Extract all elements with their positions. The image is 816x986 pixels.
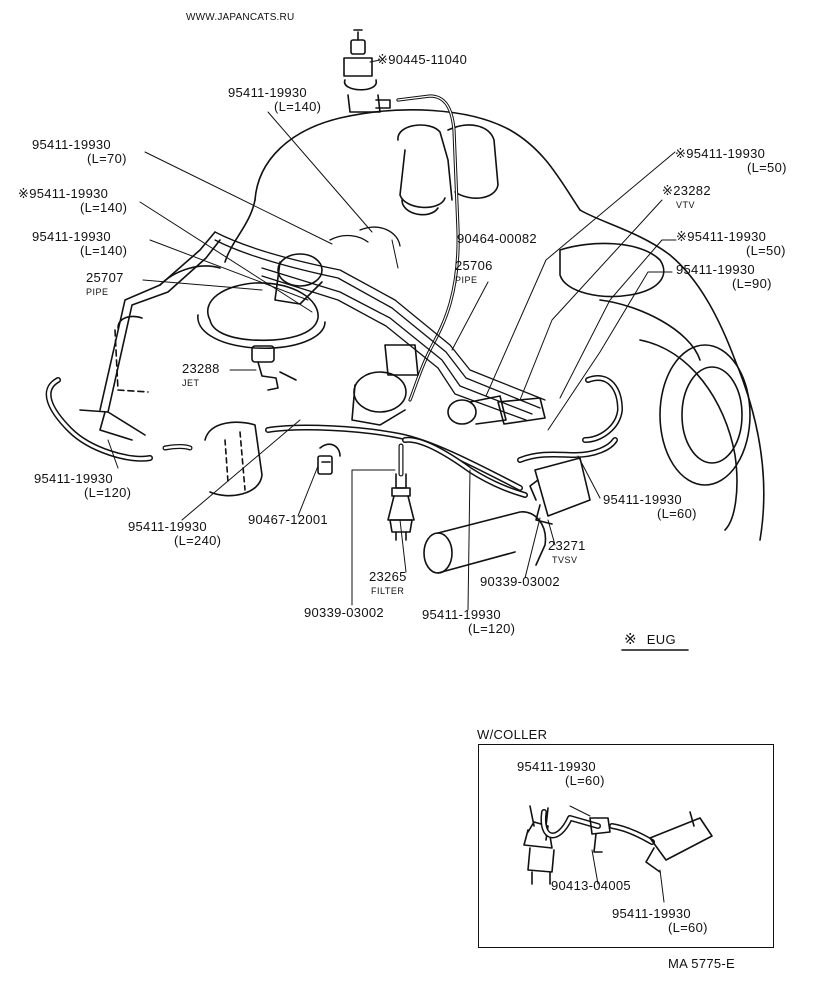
part-number: 95411-19930 bbox=[422, 607, 501, 622]
part-number: 95411-19930 bbox=[32, 229, 111, 244]
vacuum-valve bbox=[274, 253, 419, 426]
part-name: PIPE bbox=[86, 287, 109, 297]
callout-95411-19930-l140-top: 95411-19930 (L=140) bbox=[228, 86, 321, 114]
callout-95411-19930-l90: 95411-19930 (L=90) bbox=[676, 263, 772, 291]
part-number: 23265 bbox=[369, 569, 407, 584]
part-number: 95411-19930 bbox=[128, 519, 207, 534]
callout-95411-19930-l120-left: 95411-19930 (L=120) bbox=[34, 472, 131, 500]
legend-eug: ※ EUG bbox=[624, 631, 676, 648]
callout-90445-11040: ※90445-11040 bbox=[377, 53, 467, 67]
callout-95411-19930-l120-bottom: 95411-19930 (L=120) bbox=[422, 608, 515, 636]
callout-23282-vtv: ※23282 VTV bbox=[662, 184, 711, 212]
leader-lines bbox=[107, 59, 677, 611]
callout-25706-pipe: 25706 PIPE bbox=[455, 259, 493, 287]
distributor bbox=[397, 124, 499, 216]
callout-23265-filter: 23265 FILTER bbox=[369, 570, 407, 598]
engine-block-outline bbox=[114, 109, 765, 541]
part-name: JET bbox=[182, 378, 200, 388]
hose-length: (L=60) bbox=[565, 773, 605, 788]
watermark-url: WWW.JAPANCATS.RU bbox=[186, 12, 295, 23]
hose-length: (L=70) bbox=[87, 151, 127, 166]
callout-95411-19930-l50-b: ※95411-19930 (L=50) bbox=[676, 230, 786, 258]
tvsv-23271 bbox=[517, 375, 623, 525]
callout-25707-pipe: 25707 PIPE bbox=[86, 271, 124, 299]
part-number: 95411-19930 bbox=[603, 492, 682, 507]
callout-90339-03002-left: 90339-03002 bbox=[304, 605, 384, 620]
hose-length: (L=60) bbox=[668, 920, 708, 935]
callout-95411-19930-l240: 95411-19930 (L=240) bbox=[128, 520, 221, 548]
jet-23288 bbox=[251, 345, 297, 391]
hose-length: (L=140) bbox=[80, 243, 128, 258]
clip-90467 bbox=[317, 443, 341, 475]
hose-length: (L=120) bbox=[468, 621, 516, 636]
water-outlet bbox=[423, 511, 547, 574]
part-number: 95411-19930 bbox=[29, 186, 109, 201]
part-number: 95411-19930 bbox=[34, 471, 113, 486]
part-number: 25707 bbox=[86, 270, 124, 285]
inset-title: W/COLLER bbox=[477, 727, 548, 742]
eug-mark-icon: ※ bbox=[662, 183, 674, 198]
pipe-bundle bbox=[214, 226, 546, 421]
legend-text: EUG bbox=[646, 632, 676, 647]
part-number: 25706 bbox=[455, 258, 493, 273]
inset-callout-95411-19930-top: 95411-19930 (L=60) bbox=[517, 760, 605, 788]
callout-95411-19930-l50-a: ※95411-19930 (L=50) bbox=[675, 147, 787, 175]
eug-mark-icon: ※ bbox=[377, 52, 389, 67]
eug-mark-icon: ※ bbox=[18, 186, 30, 201]
callout-95411-19930-l140-eug: ※95411-19930 (L=140) bbox=[18, 187, 127, 215]
part-number: 95411-19930 bbox=[686, 146, 766, 161]
part-number: 90445-11040 bbox=[388, 52, 468, 67]
top-solenoid-90445 bbox=[343, 29, 391, 113]
part-number: 23271 bbox=[548, 538, 586, 553]
hose-length: (L=60) bbox=[657, 506, 697, 521]
callout-95411-19930-l60: 95411-19930 (L=60) bbox=[603, 493, 697, 521]
part-number: 95411-19930 bbox=[687, 229, 767, 244]
hose-length: (L=50) bbox=[747, 160, 787, 175]
inset-callout-90413-04005: 90413-04005 bbox=[551, 878, 631, 893]
hose-length: (L=50) bbox=[746, 243, 786, 258]
filter-23265 bbox=[387, 443, 415, 541]
part-number: 23282 bbox=[673, 183, 711, 198]
eug-mark-icon: ※ bbox=[624, 631, 637, 648]
callout-95411-19930-l140-left: 95411-19930 (L=140) bbox=[32, 230, 127, 258]
callout-90467-12001: 90467-12001 bbox=[248, 512, 328, 527]
part-name: FILTER bbox=[371, 586, 405, 596]
part-name: PIPE bbox=[455, 275, 478, 285]
eug-mark-icon: ※ bbox=[675, 146, 687, 161]
drawing-code: MA 5775-E bbox=[668, 956, 736, 971]
part-number: 23288 bbox=[182, 361, 220, 376]
part-name: VTV bbox=[676, 200, 696, 210]
inset-coller-drawing bbox=[523, 805, 713, 903]
part-number: 95411-19930 bbox=[676, 262, 755, 277]
vtv-23282 bbox=[447, 395, 546, 425]
eug-mark-icon: ※ bbox=[676, 229, 688, 244]
hose-length: (L=240) bbox=[174, 533, 222, 548]
hose-length: (L=140) bbox=[274, 99, 322, 114]
inset-frame bbox=[478, 744, 774, 948]
part-number: 95411-19930 bbox=[517, 759, 596, 774]
callout-23288-jet: 23288 JET bbox=[182, 362, 220, 390]
callout-23271-tvsv: 23271 TVSV bbox=[548, 539, 586, 567]
part-number: 95411-19930 bbox=[228, 85, 307, 100]
part-number: 95411-19930 bbox=[32, 137, 111, 152]
part-number: 95411-19930 bbox=[612, 906, 691, 921]
hose-length: (L=140) bbox=[80, 200, 128, 215]
inset-callout-95411-19930-bottom: 95411-19930 (L=60) bbox=[612, 907, 708, 935]
callout-90339-03002-right: 90339-03002 bbox=[480, 574, 560, 589]
callout-90464-00082: 90464-00082 bbox=[457, 231, 537, 246]
hose-left-loop bbox=[45, 231, 221, 462]
callout-95411-19930-l70: 95411-19930 (L=70) bbox=[32, 138, 127, 166]
hose-length: (L=90) bbox=[732, 276, 772, 291]
part-name: TVSV bbox=[552, 555, 578, 565]
air-intake-lower-left bbox=[204, 421, 263, 497]
hose-length: (L=120) bbox=[84, 485, 132, 500]
